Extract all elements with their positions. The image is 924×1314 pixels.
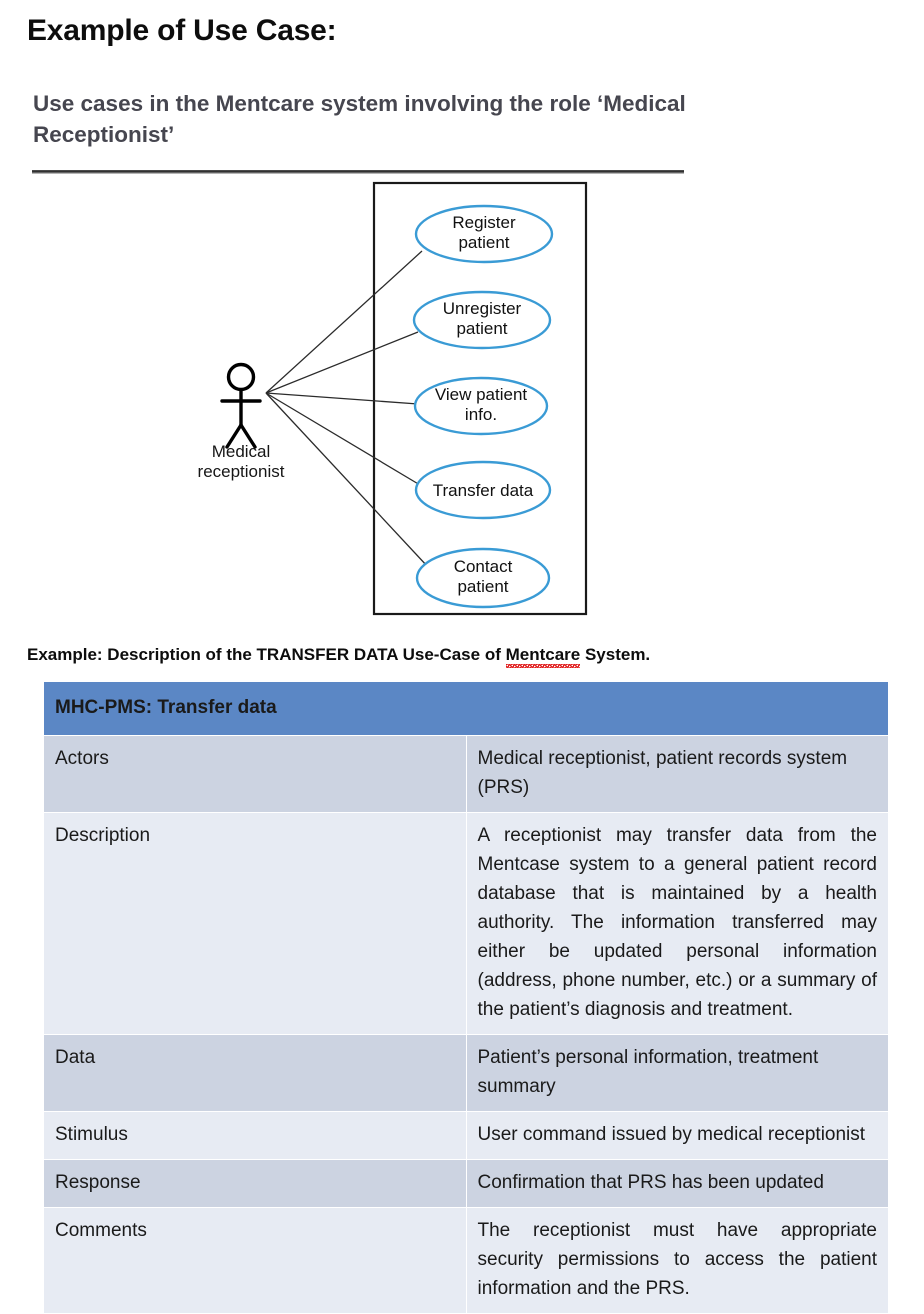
row-label-actors: Actors bbox=[43, 735, 467, 813]
table-row: Response Confirmation that PRS has been … bbox=[43, 1159, 889, 1208]
table-row: Description A receptionist may transfer … bbox=[43, 812, 889, 1035]
actor-label-line2: receptionist bbox=[198, 462, 285, 481]
use-case-register-patient: Register patient bbox=[414, 204, 554, 264]
actor-icon bbox=[220, 362, 262, 449]
caption-prefix: Example: Description of the TRANSFER DAT… bbox=[27, 645, 506, 664]
use-case-description-table: MHC-PMS: Transfer data Actors Medical re… bbox=[43, 681, 889, 1314]
svg-text:Transfer data: Transfer data bbox=[433, 481, 534, 500]
association-lines bbox=[265, 250, 429, 568]
row-value-comments: The receptionist must have appropriate s… bbox=[465, 1207, 889, 1314]
association-transfer-data bbox=[265, 392, 421, 486]
use-case-ellipses: Register patient Unregister patient View… bbox=[412, 204, 554, 609]
system-boundary-box bbox=[372, 181, 588, 616]
svg-text:patient: patient bbox=[457, 577, 508, 596]
caption-misspelled-word: Mentcare bbox=[505, 645, 581, 668]
svg-text:Unregister: Unregister bbox=[443, 299, 522, 318]
row-label-data: Data bbox=[43, 1034, 467, 1112]
svg-text:Register: Register bbox=[452, 213, 516, 232]
use-case-diagram: Medical receptionist Register patient Un… bbox=[0, 175, 700, 630]
svg-text:patient: patient bbox=[456, 319, 507, 338]
actor-label-line1: Medical bbox=[212, 442, 271, 461]
table-caption: Example: Description of the TRANSFER DAT… bbox=[27, 645, 651, 668]
table-row: Comments The receptionist must have appr… bbox=[43, 1207, 889, 1314]
association-contact-patient bbox=[265, 392, 429, 568]
association-unregister-patient bbox=[265, 331, 419, 394]
row-label-comments: Comments bbox=[43, 1207, 467, 1314]
table-header-title: MHC-PMS: Transfer data bbox=[43, 681, 889, 736]
use-case-contact-patient: Contact patient bbox=[415, 547, 551, 609]
svg-text:patient: patient bbox=[458, 233, 509, 252]
svg-text:info.: info. bbox=[465, 405, 497, 424]
row-value-actors: Medical receptionist, patient records sy… bbox=[465, 735, 889, 813]
table-row: Stimulus User command issued by medical … bbox=[43, 1111, 889, 1160]
page-title: Example of Use Case: bbox=[27, 14, 337, 47]
horizontal-divider bbox=[32, 170, 684, 174]
row-value-data: Patient’s personal information, treatmen… bbox=[465, 1034, 889, 1112]
caption-suffix: System. bbox=[580, 645, 651, 664]
svg-text:Contact: Contact bbox=[454, 557, 513, 576]
table-row: Actors Medical receptionist, patient rec… bbox=[43, 735, 889, 813]
use-case-transfer-data: Transfer data bbox=[414, 460, 552, 520]
row-value-stimulus: User command issued by medical reception… bbox=[465, 1111, 889, 1160]
use-case-unregister-patient: Unregister patient bbox=[412, 290, 552, 350]
row-value-response: Confirmation that PRS has been updated bbox=[465, 1159, 889, 1208]
row-label-response: Response bbox=[43, 1159, 467, 1208]
row-label-description: Description bbox=[43, 812, 467, 1035]
use-case-view-patient-info: View patient info. bbox=[413, 376, 549, 436]
association-view-patient-info bbox=[265, 392, 419, 405]
table-row: Data Patient’s personal information, tre… bbox=[43, 1034, 889, 1112]
page-subtitle: Use cases in the Mentcare system involvi… bbox=[33, 91, 686, 147]
row-value-description: A receptionist may transfer data from th… bbox=[465, 812, 889, 1035]
row-label-stimulus: Stimulus bbox=[43, 1111, 467, 1160]
table-header-row: MHC-PMS: Transfer data bbox=[43, 681, 889, 736]
association-register-patient bbox=[265, 250, 423, 394]
svg-text:View patient: View patient bbox=[435, 385, 528, 404]
